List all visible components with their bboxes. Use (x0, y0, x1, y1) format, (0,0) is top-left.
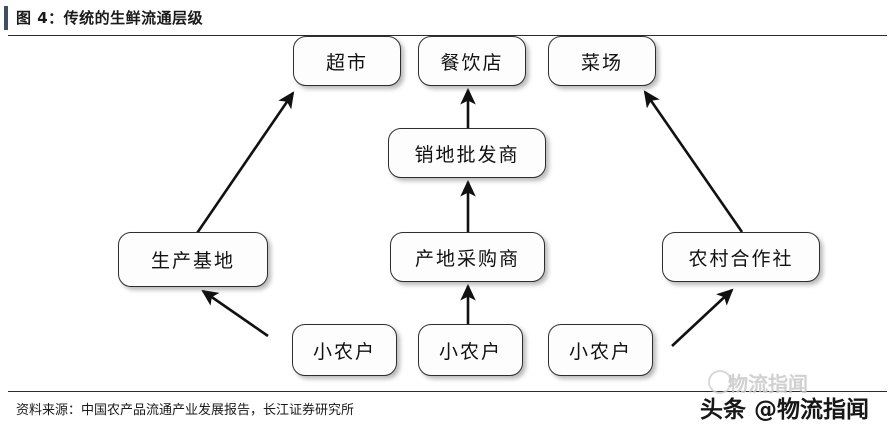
page-title: 图 4：传统的生鲜流通层级 (16, 9, 204, 27)
node-label: 餐饮店 (440, 51, 504, 74)
node-label: 小农户 (438, 340, 502, 363)
footer-divider (8, 391, 887, 392)
node-small-farmer-2[interactable]: 小农户 (418, 324, 523, 376)
node-label: 产地采购商 (414, 247, 520, 270)
node-sales-wholesaler[interactable]: 销地批发商 (388, 128, 546, 178)
title-accent-bar (4, 6, 8, 30)
edge-farmer1-to-base (201, 289, 269, 338)
arrow-layer (178, 87, 744, 347)
node-restaurant[interactable]: 餐饮店 (418, 36, 526, 86)
watermark-main-text: 头条 @物流指闻 (700, 397, 870, 423)
node-production-base[interactable]: 生产基地 (118, 232, 268, 287)
node-origin-buyer[interactable]: 产地采购商 (390, 232, 545, 282)
node-label: 小农户 (312, 340, 376, 363)
node-supermarket[interactable]: 超市 (293, 36, 401, 86)
node-label: 小农户 (568, 340, 632, 363)
flow-diagram: 超市 餐饮店 菜场销地批发商生产基地 产地采购商 农村合作社小农户 小农户 小农户 (0, 36, 895, 391)
node-small-farmer-1[interactable]: 小农户 (292, 324, 397, 376)
node-label: 生产基地 (150, 250, 235, 272)
node-label: 菜场 (580, 51, 623, 74)
node-label: 农村合作社 (688, 247, 794, 270)
source-note: 资料来源：中国农产品流通产业发展报告，长江证券研究所 (16, 403, 355, 418)
node-label: 超市 (325, 51, 368, 74)
node-wet-market[interactable]: 菜场 (548, 36, 656, 86)
node-rural-coop[interactable]: 农村合作社 (662, 232, 820, 282)
node-label: 销地批发商 (414, 143, 520, 166)
title-divider (8, 35, 887, 36)
edge-coop-to-wet-market (643, 90, 744, 233)
node-small-farmer-3[interactable]: 小农户 (548, 324, 653, 376)
edge-farmer3-to-coop (671, 288, 734, 347)
edge-base-to-supermarket (178, 91, 295, 259)
